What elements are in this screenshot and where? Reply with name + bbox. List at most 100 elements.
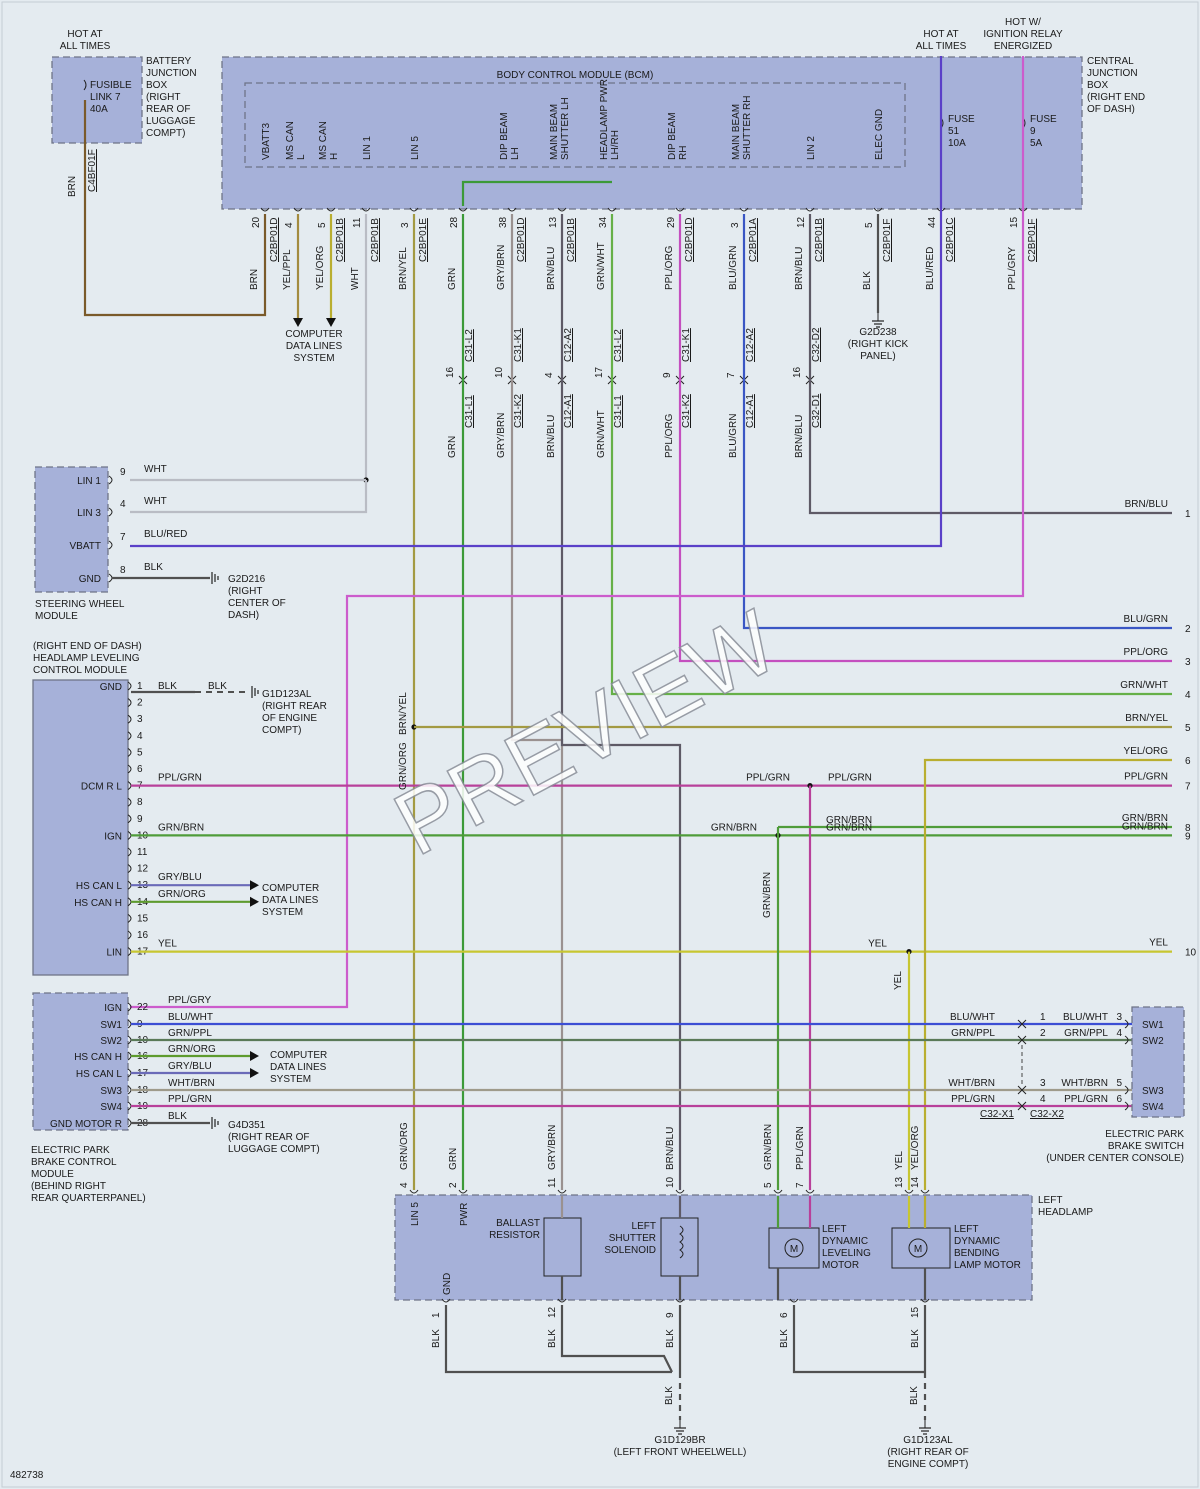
- pin-number: 38: [498, 216, 509, 228]
- bcm-pin-label: DIP BEAM: [667, 112, 678, 160]
- label: LAMP MOTOR: [954, 1260, 1021, 1271]
- pin-terminal: [127, 1002, 132, 1012]
- label: SYSTEM: [270, 1074, 311, 1085]
- wire-color-label: BRN/BLU: [546, 247, 557, 290]
- off-page-reference: 8: [1185, 823, 1191, 834]
- hot-at-all-times-label: ALL TIMES: [60, 41, 111, 52]
- pin-terminal: [675, 1298, 685, 1303]
- cjb-label: (RIGHT END: [1087, 92, 1145, 103]
- label: (RIGHT: [228, 586, 262, 597]
- label: PPL/GRN: [746, 773, 790, 784]
- bcm-pin-label: H: [329, 153, 340, 160]
- label: ELECTRIC PARK: [1105, 1129, 1184, 1140]
- pin-number: 4: [137, 731, 143, 742]
- wire-color-label: GRN/BRN: [763, 1124, 774, 1170]
- label: COMPUTER: [262, 883, 319, 894]
- label: SYSTEM: [262, 907, 303, 918]
- connector-label: C2BP01B: [814, 218, 825, 262]
- label: LEFT: [1038, 1195, 1062, 1206]
- ign-epb-wire: [130, 56, 1025, 1009]
- connector-label: C12-A1: [745, 394, 756, 428]
- pin-number: 16: [137, 930, 149, 941]
- pin-number: 44: [927, 216, 938, 228]
- pin-number: 9: [137, 814, 143, 825]
- connector-label: C31-K2: [681, 394, 692, 428]
- pin-terminal: [920, 1189, 930, 1194]
- pin-terminal: [108, 540, 113, 550]
- label: DYNAMIC: [822, 1236, 868, 1247]
- label: FUSIBLE: [90, 80, 132, 91]
- wire-color-label: BRN/BLU: [546, 415, 557, 458]
- switch-pin-label: SW2: [1142, 1036, 1164, 1047]
- label: G1D123AL: [903, 1435, 953, 1446]
- cdls-label: DATA LINES: [286, 341, 343, 352]
- label: LUGGAGE COMPT): [228, 1144, 320, 1155]
- pin-terminal: [458, 1189, 468, 1194]
- pin-terminal: [873, 207, 883, 212]
- pin-terminal: [1124, 1085, 1129, 1095]
- pin-number: 22: [137, 1002, 149, 1013]
- wire-color-label: BLK: [909, 1386, 920, 1405]
- label: YEL: [868, 939, 887, 950]
- bcm-pin-label: MAIN BEAM: [549, 104, 560, 160]
- pin-number: 1: [137, 681, 143, 692]
- wire-color-label: YEL: [893, 971, 904, 990]
- wire-color-label: PPL/GRN: [1124, 772, 1168, 783]
- bcm-pin-label: MS CAN: [285, 121, 296, 160]
- pin-number: 4: [120, 499, 126, 510]
- label: MOTOR: [822, 1260, 859, 1271]
- wire-color-label: GRN/ORG: [399, 1122, 410, 1170]
- coil-icon: [679, 1225, 684, 1259]
- epbm-pin-label: SW2: [100, 1036, 122, 1047]
- motor-icon: M: [914, 1244, 922, 1255]
- label: BODY CONTROL MODULE (BCM): [497, 70, 654, 81]
- pin-number: 6: [1116, 1094, 1122, 1105]
- label: G4D351: [228, 1120, 266, 1131]
- label: BALLAST: [496, 1218, 540, 1229]
- cjb-label: OF DASH): [1087, 104, 1135, 115]
- pin-terminal: [557, 207, 567, 212]
- pin-number: 4: [1040, 1094, 1046, 1105]
- wire-color-label: BLK: [168, 1111, 187, 1122]
- label: HEADLAMP LEVELING: [33, 653, 140, 664]
- pin-number: 5: [1116, 1078, 1122, 1089]
- wire-color-label: BRN/YEL: [398, 692, 409, 735]
- label: BLK: [208, 681, 227, 692]
- pin-terminal: [409, 207, 419, 212]
- label: GRN/BRN: [826, 822, 872, 833]
- vbatt-wire: [83, 100, 267, 317]
- connector-label: C12-A1: [563, 394, 574, 428]
- cdls-label: SYSTEM: [293, 353, 334, 364]
- fuse-icon: [83, 79, 87, 91]
- off-page-reference: 9: [1185, 831, 1191, 842]
- pin-number: 15: [137, 913, 149, 924]
- label: DASH): [228, 610, 259, 621]
- wire-color-label: GRN: [447, 268, 458, 290]
- headlamp-pin-label: GND: [442, 1273, 453, 1295]
- pin-number: 7: [120, 532, 126, 543]
- label: C4BF01F: [87, 149, 98, 192]
- connector-label: C2BP01D: [684, 218, 695, 262]
- electric-park-brake-switch: [1131, 1006, 1185, 1118]
- label: ALL TIMES: [916, 41, 967, 52]
- label: RESISTOR: [489, 1230, 540, 1241]
- label: COMPT): [262, 725, 301, 736]
- epbm-pin-label: SW1: [100, 1020, 122, 1031]
- label: (RIGHT REAR: [262, 701, 327, 712]
- body-control-module: [244, 82, 906, 168]
- wire-color-label: BLK: [144, 562, 163, 573]
- pin-number: 5: [763, 1182, 774, 1188]
- label: (RIGHT KICK: [848, 339, 909, 350]
- lin3-wire: [130, 480, 368, 514]
- switch-pin-label: SW4: [1142, 1102, 1164, 1113]
- pin-number: 9: [662, 372, 673, 378]
- pin-terminal: [1124, 1035, 1129, 1045]
- wire-color-label: YEL/PPL: [282, 249, 293, 290]
- wire-color-label: BLU/WHT: [168, 1012, 213, 1023]
- wire-color-label: GRN: [448, 1148, 459, 1170]
- connector-label: C2BP01F: [1027, 219, 1038, 262]
- pin-terminal: [326, 207, 336, 212]
- epbm-pin-label: HS CAN H: [74, 1052, 122, 1063]
- label: IGNITION RELAY: [983, 29, 1063, 40]
- label: ENERGIZED: [994, 41, 1052, 52]
